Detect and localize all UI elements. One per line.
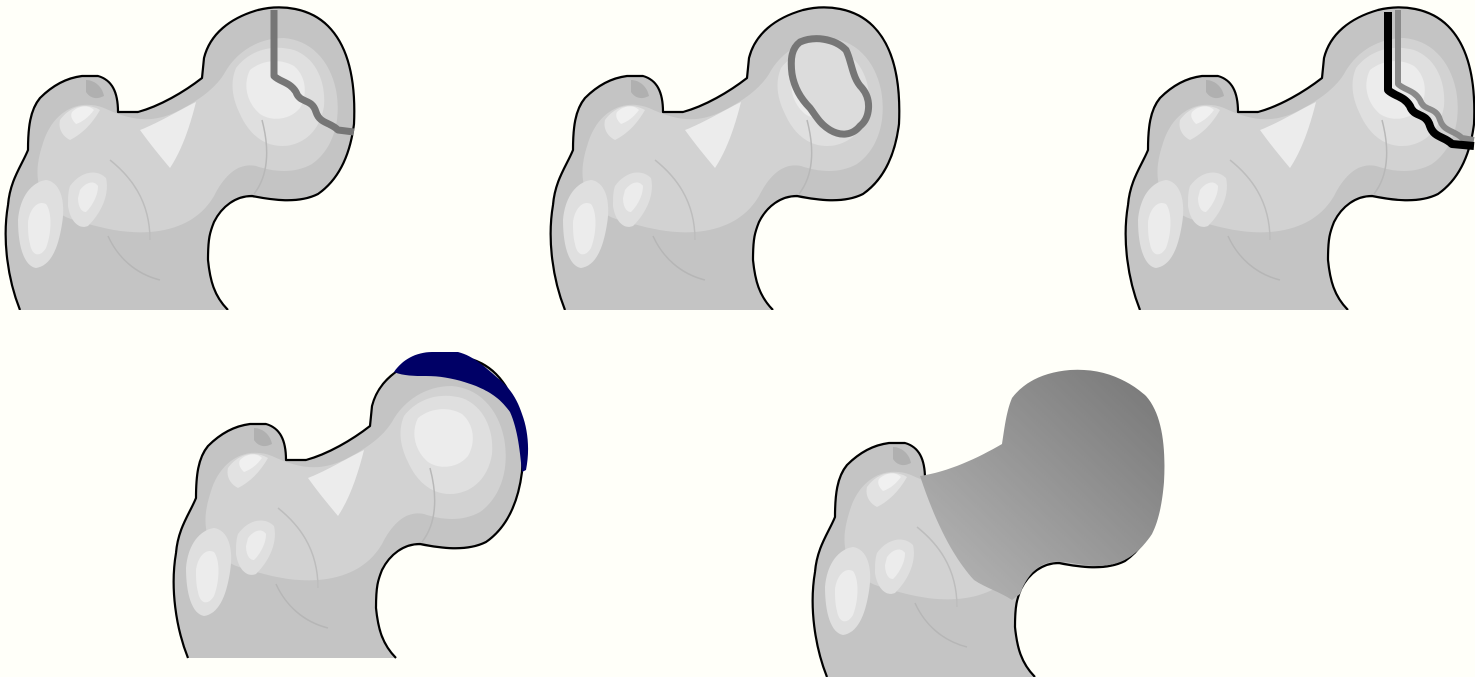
femur-panel-fracture-gray: [6, 7, 355, 310]
femur-panel-cartilage-cap: [174, 352, 528, 658]
femur-panel-prosthetic-head: [813, 370, 1165, 677]
femur-panel-fracture-dark: [1126, 7, 1475, 310]
femur-panel-region-outline: [551, 7, 900, 310]
